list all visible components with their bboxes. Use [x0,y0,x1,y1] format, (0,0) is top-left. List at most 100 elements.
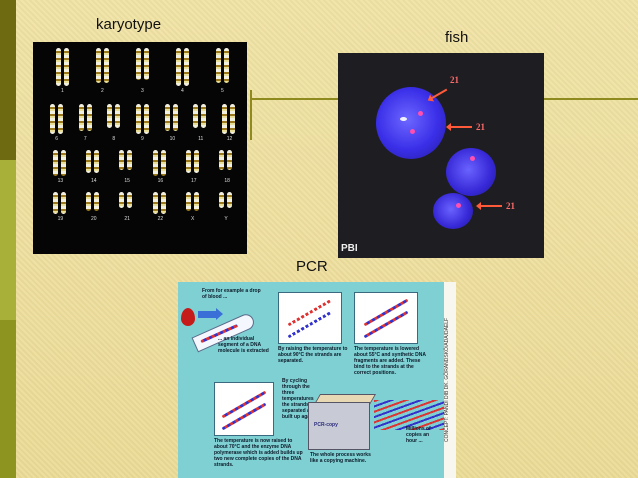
chromosome [193,104,199,128]
pcr-heat-box [278,292,342,344]
karyotype-number: X [191,216,195,222]
fish-marker-text: 21 [450,75,459,85]
chromosome [86,150,91,173]
karyotype-number: 6 [55,136,59,142]
left-accent-bar-top [0,0,16,160]
pcr-step-polymerase: The temperature is now raised to about 7… [214,438,303,468]
pcr-side-caption: CONCEPT: PANDI DIB DK. GÖRANDSKÖ/ADA/DAE… [444,317,450,443]
chromosome [64,48,69,86]
chromosome [119,150,125,170]
chromosome [94,192,99,211]
chromosome [221,104,227,134]
fish-marker-text: 21 [476,122,485,132]
fish-signal [410,129,415,134]
chromosome [136,48,141,80]
karyotype-number: 1 [61,88,64,94]
chromosome [136,104,141,134]
chromosome [184,48,189,86]
fish-marker-text: 21 [506,201,515,211]
karyotype-label: karyotype [96,16,162,33]
pcr-cool-box [354,292,418,344]
karyotype-number: 17 [191,178,197,184]
fish-image: 21 21 21 PBI [338,53,544,258]
chromosome [224,48,229,83]
dna-strand-icon [221,402,267,431]
left-accent-bar-middle [0,160,16,320]
pcr-machine-label: PCR-copy [314,422,338,428]
pcr-step-cool: The temperature is lowered about 55°C an… [354,346,426,376]
chromosome [194,192,199,211]
chromosome [115,104,121,128]
fish-label: fish [445,29,469,46]
chromosome [172,104,178,131]
chromosome [52,150,58,176]
chromosome [227,150,233,170]
karyotype-number: 11 [198,136,204,142]
karyotype-number: 8 [112,136,116,142]
chromosome [229,104,235,134]
chromosome [219,192,225,208]
chromosome [216,48,221,83]
chromosome [152,150,158,176]
karyotype-number: 22 [157,216,164,222]
dna-copies-icon [374,400,444,430]
chromosome [104,48,109,83]
chromosome [227,192,233,208]
nucleus [376,87,446,159]
karyotype-number: 21 [124,216,130,222]
karyotype-number: 10 [169,136,176,142]
fish-signal [418,111,423,116]
pcr-step-heat: By raising the temperature to about 90°C… [278,346,348,364]
karyotype-number: 20 [91,216,97,222]
decorative-vertical-rule [250,90,252,140]
chromosome [50,104,56,134]
chromosome [58,104,64,134]
fish-arrow [430,88,448,100]
karyotype-number: 5 [221,88,224,94]
chromosome [78,104,84,131]
chromosome [86,104,92,131]
pcr-millions-copies: Millions of copies an hour ... [406,426,431,444]
karyotype-number: 19 [57,216,64,222]
chromosome [201,104,207,128]
chromosome [160,150,166,176]
pcr-step-cycle: By cycling through the three temperature… [282,378,318,420]
karyotype-number: 2 [101,88,104,94]
chromosome [127,192,133,208]
karyotype-number: 12 [226,136,233,142]
dna-strand-icon [287,310,333,339]
chromosome [119,192,125,208]
karyotype-number: 18 [224,178,230,184]
pcr-step-blood: From for example a drop of blood ... [202,288,261,300]
chromosome [86,192,91,211]
chromosome [144,104,149,134]
fish-signal [400,117,407,121]
dna-strand-icon [363,310,409,339]
fish-watermark: PBI [341,243,358,254]
left-accent-bar-bottom [0,320,16,478]
chromosome [96,48,101,83]
chromosome [94,150,99,173]
chromosome [219,150,225,170]
chromosome [52,192,58,214]
chromosome [127,150,133,170]
karyotype-number: 4 [181,88,184,94]
pcr-side-strip: CONCEPT: PANDI DIB DK. GÖRANDSKÖ/ADA/DAE… [444,282,456,478]
chromosome [176,48,181,86]
karyotype-number: 9 [141,136,144,142]
chromosome [107,104,113,128]
karyotype-number: Y [224,216,228,222]
fish-signal [470,156,475,161]
fish-signal [456,203,461,208]
pcr-step-segment: ... an individual segment of a DNA molec… [218,336,269,354]
pcr-polymerase-box [214,382,274,436]
chromosome [60,192,66,214]
chromosome [186,192,191,211]
chromosome [56,48,61,86]
arrow-right-icon [198,308,223,320]
pcr-machine-caption: The whole process works like a copying m… [310,452,371,464]
chromosome [186,150,191,173]
blood-drop-icon [181,308,195,326]
karyotype-number: 15 [124,178,130,184]
